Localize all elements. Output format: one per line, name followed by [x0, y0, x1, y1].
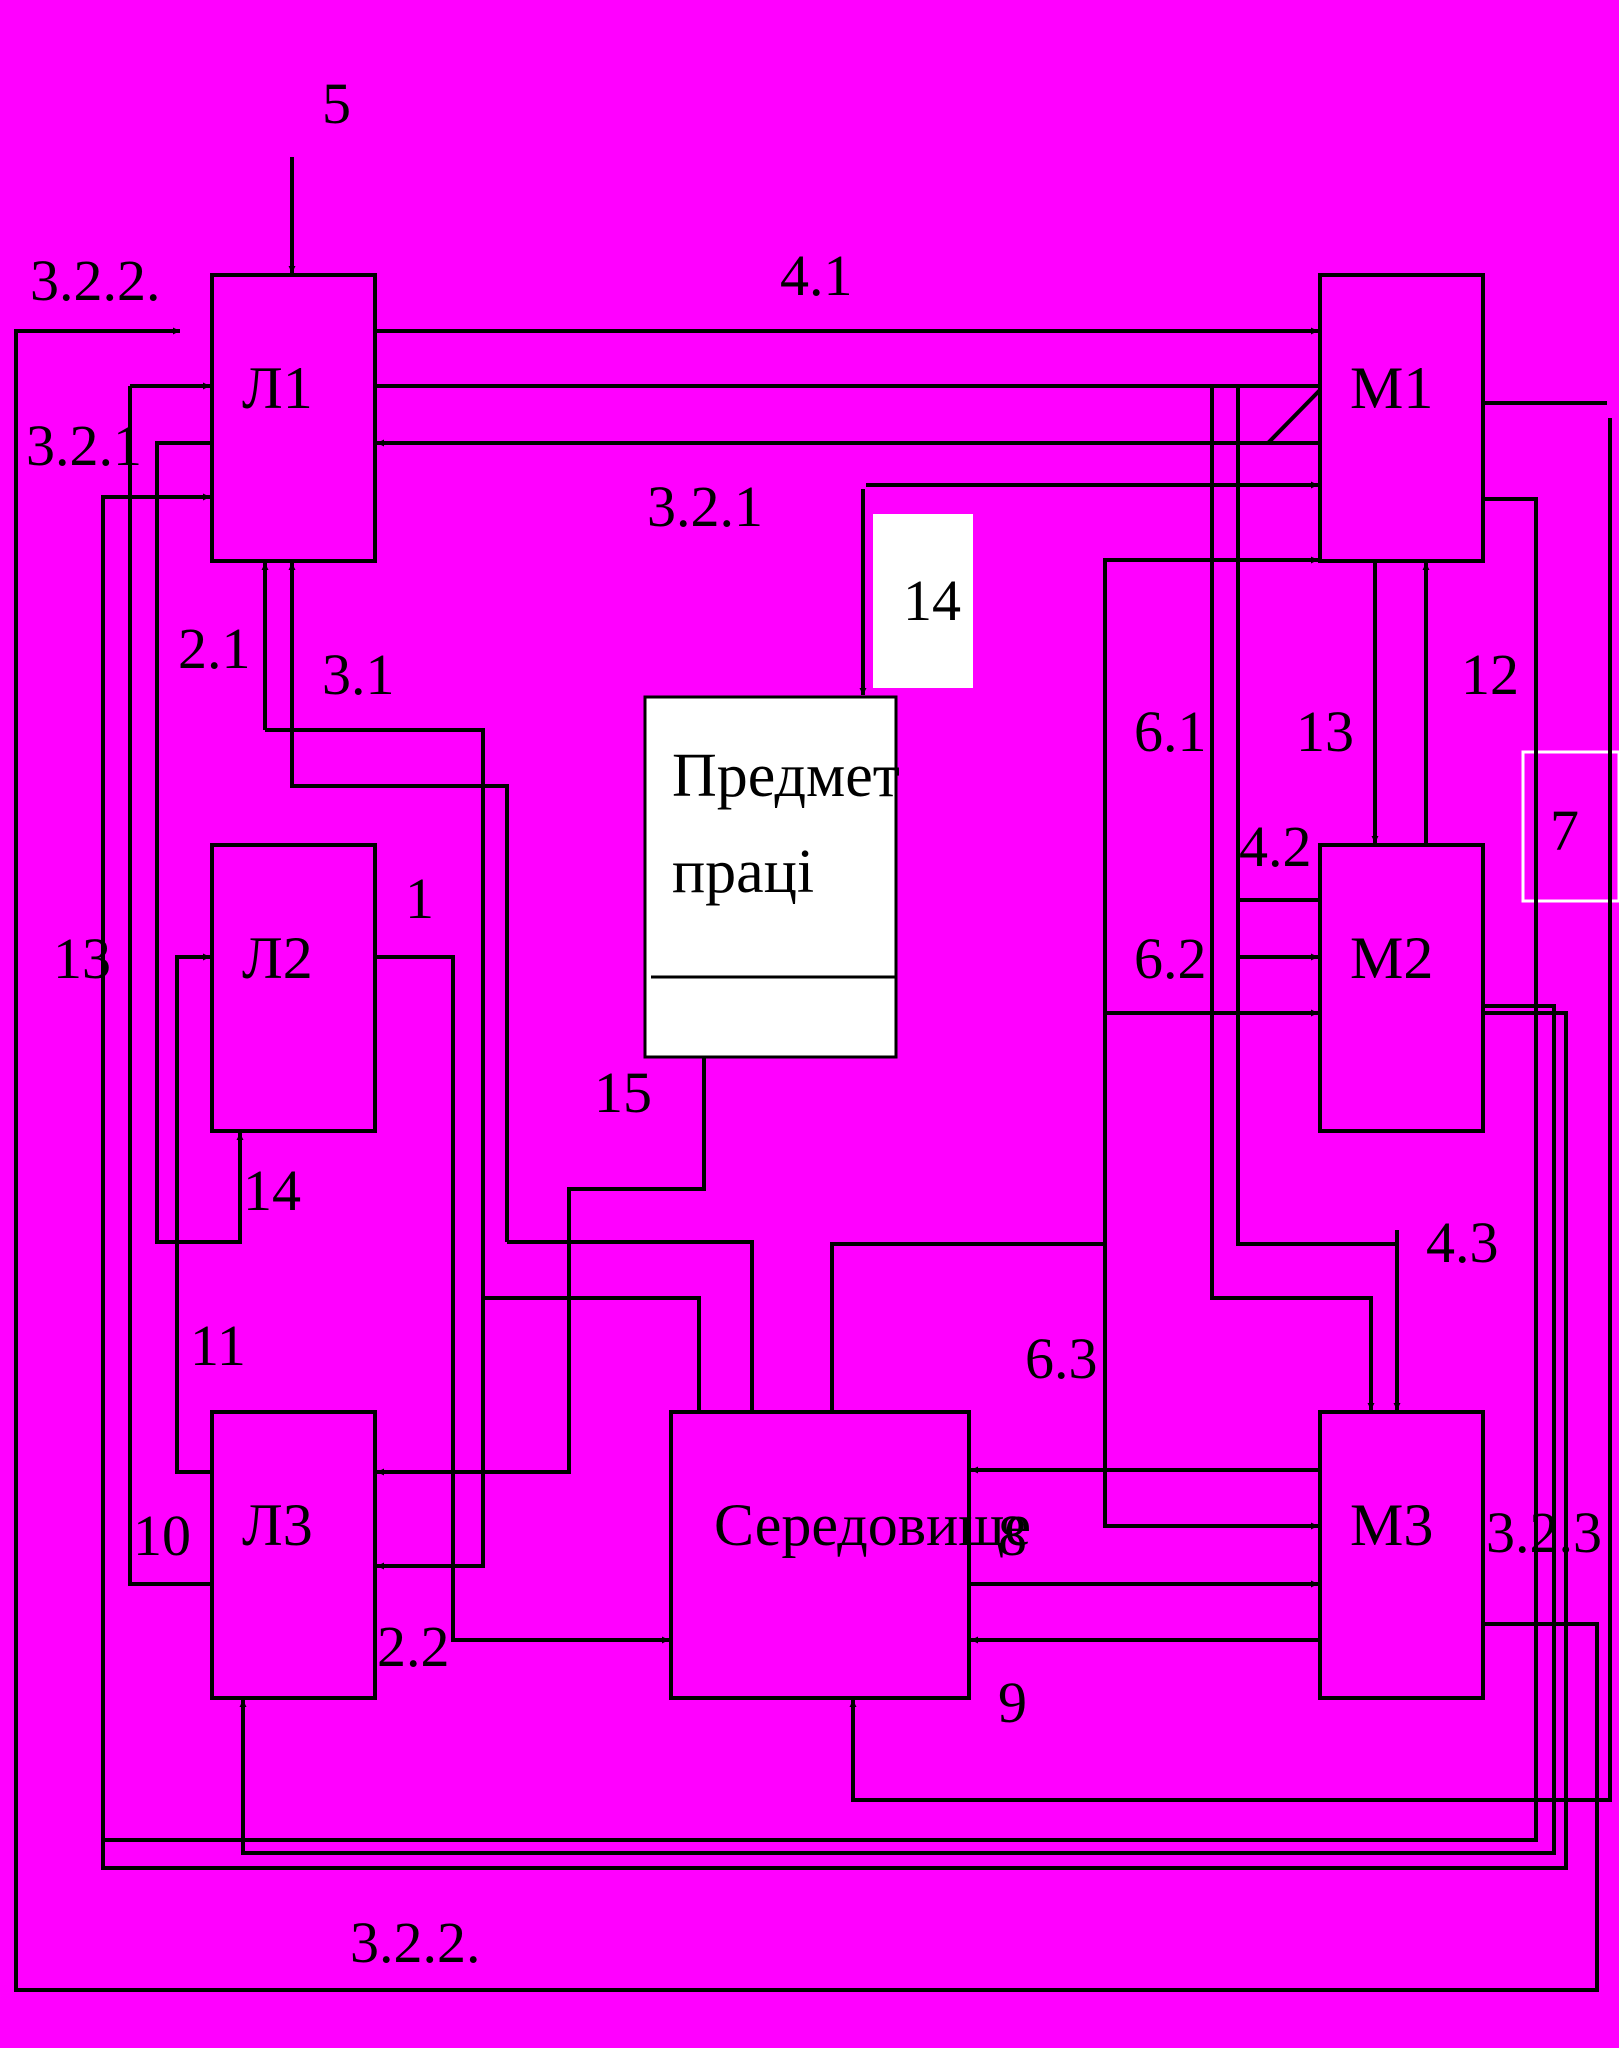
labels: 5 3.2.2. 3.2.1 4.1 3.2.1 2.1 3.1 13 1 14… — [26, 71, 1602, 1975]
label-4-2: 4.2 — [1239, 814, 1312, 879]
arrow-15 — [377, 1057, 706, 1476]
box-14: 14 — [873, 514, 973, 688]
box-14-label: 14 — [903, 568, 961, 633]
label-6-2: 6.2 — [1134, 926, 1207, 991]
line-2-2-env — [483, 1296, 701, 1412]
label-3-2-2-bottom: 3.2.2. — [350, 1910, 481, 1975]
label-1: 1 — [405, 866, 434, 931]
label-12: 12 — [1461, 642, 1519, 707]
label-13-left: 13 — [53, 926, 111, 991]
box-7-label: 7 — [1550, 798, 1579, 863]
line-M2-right — [101, 1011, 1568, 1870]
box-M3-label: М3 — [1350, 1492, 1433, 1558]
box-M1: М1 — [1318, 273, 1485, 563]
line-10 — [128, 386, 212, 1586]
label-5: 5 — [322, 71, 351, 136]
label-6-1: 6.1 — [1134, 699, 1207, 764]
box-M3: М3 — [1318, 1410, 1485, 1700]
line-4-2 — [1236, 386, 1397, 1246]
arrow-3-1b — [288, 563, 509, 1242]
label-3-2-1-left: 3.2.1 — [26, 413, 142, 478]
label-11: 11 — [190, 1313, 246, 1378]
connectors — [14, 157, 1612, 1992]
arrow-3-1a — [265, 728, 485, 1570]
label-10: 10 — [133, 1503, 191, 1568]
box-L3: Л3 — [210, 1410, 377, 1700]
label-4-1: 4.1 — [780, 243, 853, 308]
arrow-3-2-2-loop — [14, 327, 1599, 1992]
box-L1-label: Л1 — [242, 355, 313, 421]
arrow-3-2-3 — [239, 1004, 1556, 1855]
arrow-2-1 — [155, 441, 244, 1244]
arrow-1 — [375, 955, 669, 1644]
box-L3-label: Л3 — [242, 1492, 313, 1558]
arrow-3-2-1 — [377, 388, 1322, 443]
arrow-6-3 — [1103, 1244, 1318, 1530]
box-subject-of-labour: Предмет праці — [643, 695, 900, 1059]
line-3-1-env — [507, 1240, 754, 1412]
label-9: 9 — [998, 1670, 1027, 1735]
subject-label-line1: Предмет — [672, 742, 900, 810]
box-L2: Л2 — [210, 843, 377, 1133]
label-3-2-2-top: 3.2.2. — [30, 248, 161, 313]
label-3-1: 3.1 — [322, 642, 395, 707]
label-3-2-1-mid: 3.2.1 — [647, 474, 763, 539]
box-L1: Л1 — [210, 273, 377, 563]
label-3-2-3: 3.2.3 — [1486, 1500, 1602, 1565]
arrow-11 — [175, 953, 212, 1474]
label-2-1: 2.1 — [178, 616, 251, 681]
arrow-4-3b — [1210, 386, 1375, 1410]
box-M2: М2 — [1318, 843, 1485, 1133]
label-8: 8 — [998, 1503, 1027, 1568]
box-M1-label: М1 — [1350, 355, 1433, 421]
subject-label-line2: праці — [672, 838, 814, 906]
box-L2-label: Л2 — [242, 925, 313, 991]
label-6-3: 6.3 — [1025, 1326, 1098, 1391]
box-environment-label: Середовище — [714, 1492, 1031, 1558]
box-environment: Середовище — [669, 1410, 1031, 1700]
box-7: 7 — [1521, 750, 1619, 903]
arrow-13-left — [101, 493, 1538, 1842]
arrow-M1-to-env — [853, 401, 1612, 1802]
label-15: 15 — [594, 1060, 652, 1125]
label-14: 14 — [243, 1158, 301, 1223]
label-13-right: 13 — [1296, 699, 1354, 764]
label-4-3: 4.3 — [1426, 1210, 1499, 1275]
label-2-2: 2.2 — [377, 1614, 450, 1679]
box-M2-label: М2 — [1350, 925, 1433, 991]
